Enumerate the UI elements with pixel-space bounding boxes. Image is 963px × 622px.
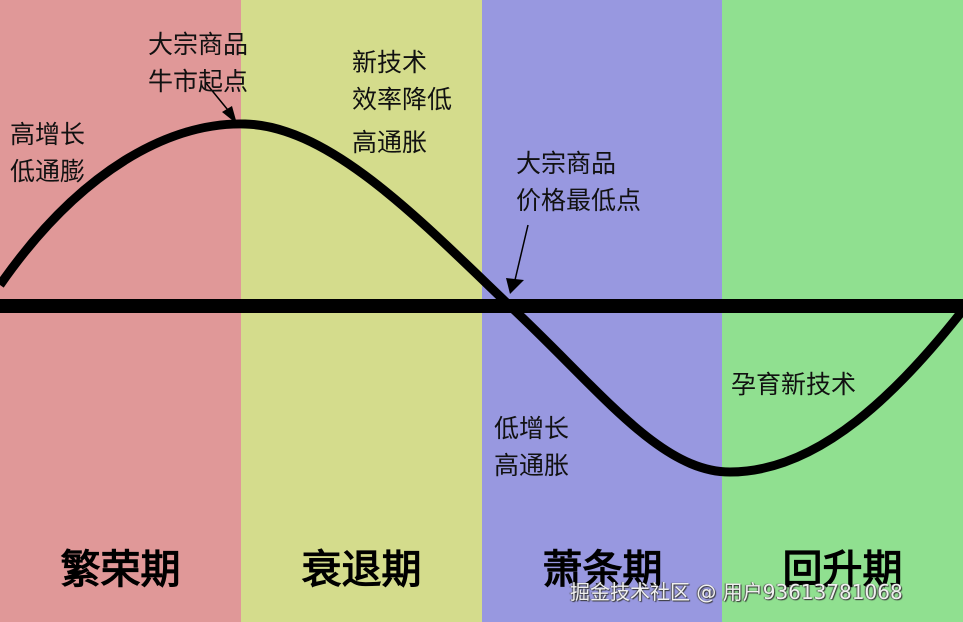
- note-high-inflation-2: 高通胀: [494, 451, 570, 480]
- phase-depression: 萧条期: [542, 547, 663, 593]
- phase-prosperity: 繁荣期: [60, 547, 181, 593]
- trough-annotation: 大宗商品 价格最低点: [516, 145, 641, 219]
- note-high-inflation: 高通胀: [352, 128, 428, 157]
- note-incubate-tech: 孕育新技术: [731, 370, 857, 399]
- note-high-growth: 高增长: [10, 120, 86, 149]
- note-new-tech: 新技术: [352, 48, 428, 77]
- recovery-notes: 孕育新技术: [731, 366, 856, 403]
- depression-notes: 低增长 高通胀: [494, 410, 569, 484]
- peak-line-2: 牛市起点: [148, 67, 249, 96]
- trough-line-1: 大宗商品: [516, 149, 617, 178]
- phase-recovery: 回升期: [782, 547, 903, 593]
- recession-notes: 新技术 效率降低 高通胀: [352, 44, 452, 161]
- sine-wave: [0, 119, 963, 477]
- trough-arrow-line: [514, 224, 529, 281]
- trough-line-2: 价格最低点: [516, 186, 642, 215]
- peak-line-1: 大宗商品: [148, 30, 249, 59]
- note-efficiency-drop: 效率降低: [352, 85, 453, 114]
- watermark: 掘金技术社区 @ 用户93613781068: [570, 580, 903, 604]
- trough-arrow-head: [506, 278, 524, 294]
- note-low-growth: 低增长: [494, 414, 570, 443]
- prosperity-notes: 高增长 低通膨: [10, 116, 85, 190]
- phase-recession: 衰退期: [301, 547, 422, 593]
- peak-arrow-head: [222, 106, 237, 124]
- peak-annotation: 大宗商品 牛市起点: [148, 26, 248, 100]
- note-low-inflation: 低通膨: [10, 157, 86, 186]
